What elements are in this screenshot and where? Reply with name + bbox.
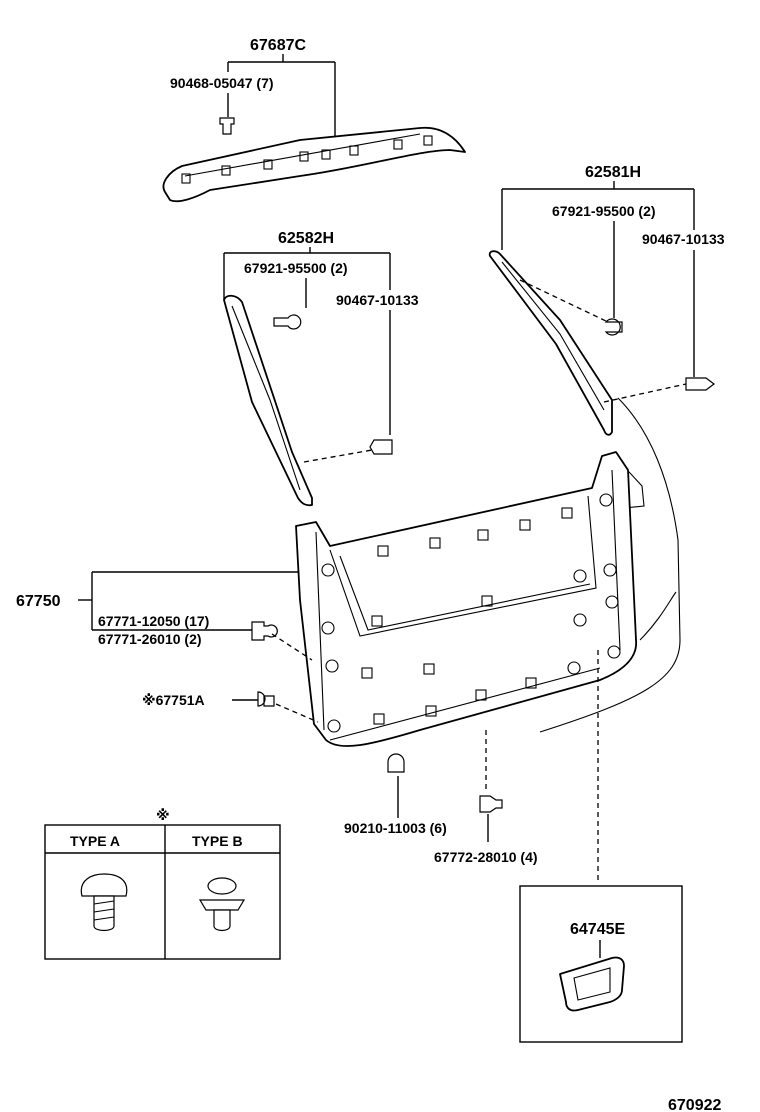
clip-67772-28010[interactable]: 67772-28010 (4) — [434, 730, 538, 865]
label-90210-11003: 90210-11003 (6) — [344, 820, 447, 836]
back-door-outline — [539, 397, 681, 733]
inset-64745e[interactable]: 64745E — [519, 650, 683, 1043]
door-right-edge — [539, 397, 681, 733]
left-pillar-edge — [231, 305, 301, 491]
dash-left-lower — [303, 449, 373, 463]
label-90467-10133-left: 90467-10133 — [336, 292, 419, 308]
garnish-67687c[interactable]: 67687C 90468-05047 (7) — [162, 37, 466, 203]
right-pillar-edge — [501, 261, 605, 411]
legend-table-frame — [44, 824, 281, 960]
garnish-body — [162, 126, 466, 203]
legend-mark: ※ — [156, 807, 170, 823]
clip-90210-11003[interactable]: 90210-11003 (6) — [344, 753, 447, 836]
trim-bottom-rim — [329, 667, 601, 741]
dash-67751a — [275, 703, 319, 723]
door-hinge-detail — [617, 459, 645, 509]
label-62582h: 62582H — [278, 230, 334, 247]
trim-clip-holes — [321, 493, 621, 733]
left-pillar-body — [223, 294, 313, 507]
part-64745e-shape — [559, 956, 625, 1012]
label-64745e: 64745E — [570, 921, 625, 938]
clip-90467-left — [369, 439, 393, 455]
label-67687c: 67687C — [250, 37, 306, 54]
label-67921-95500-left: 67921-95500 (2) — [244, 260, 348, 276]
clip-67921-right — [604, 318, 623, 336]
garnish-tabs — [181, 135, 433, 184]
label-90468-05047: 90468-05047 (7) — [170, 75, 274, 91]
pillar-garnish-62582h[interactable]: 62582H 67921-95500 (2) 90467-10133 — [223, 230, 419, 507]
clip-67921-left — [273, 314, 302, 330]
inset-frame-64745e — [519, 885, 683, 1043]
clip-67751a-shape — [257, 691, 275, 707]
label-67771-26010: 67771-26010 (2) — [98, 631, 202, 647]
type-b-clip-icon — [198, 877, 246, 932]
trim-board-67750[interactable]: 67750 67771-12050 (17) 67771-26010 (2) — [16, 451, 637, 747]
clip-90210-shape — [387, 753, 405, 773]
label-67921-95500-right: 67921-95500 (2) — [552, 203, 656, 219]
label-90467-10133-right: 90467-10133 — [642, 231, 725, 247]
trim-window-inner — [339, 555, 591, 631]
trim-right-rim — [611, 469, 621, 651]
dash-67771 — [271, 633, 313, 661]
right-pillar-body — [488, 250, 613, 436]
part-64745e-inner — [573, 967, 611, 1001]
legend-type-b-label: TYPE B — [192, 833, 243, 849]
trim-board-body — [295, 451, 637, 747]
trim-left-rim — [315, 531, 325, 731]
type-a-clip-icon — [80, 873, 128, 932]
clip-67772-shape — [479, 795, 503, 813]
label-67750: 67750 — [16, 593, 61, 610]
label-67771-12050: 67771-12050 (17) — [98, 613, 209, 629]
clip-67751a[interactable]: ※67751A — [142, 691, 319, 723]
dash-right-upper — [519, 279, 609, 323]
garnish-edge — [184, 133, 421, 177]
label-62581h: 62581H — [585, 164, 641, 181]
clip-90467-right — [685, 377, 715, 391]
clip-67771 — [251, 621, 278, 641]
door-crease — [639, 591, 677, 641]
label-67751a: ※67751A — [142, 692, 205, 708]
pillar-garnish-62581h[interactable]: 62581H 67921-95500 (2) 90467-10133 — [488, 164, 725, 436]
fastener-legend: ※ TYPE A TYPE B — [44, 807, 281, 960]
label-67772-28010: 67772-28010 (4) — [434, 849, 538, 865]
clip-90468 — [219, 117, 235, 135]
legend-type-a-label: TYPE A — [70, 833, 120, 849]
catalog-number: 670922 — [668, 1097, 721, 1112]
dash-right-lower — [603, 383, 687, 403]
trim-window-recess — [329, 495, 597, 637]
